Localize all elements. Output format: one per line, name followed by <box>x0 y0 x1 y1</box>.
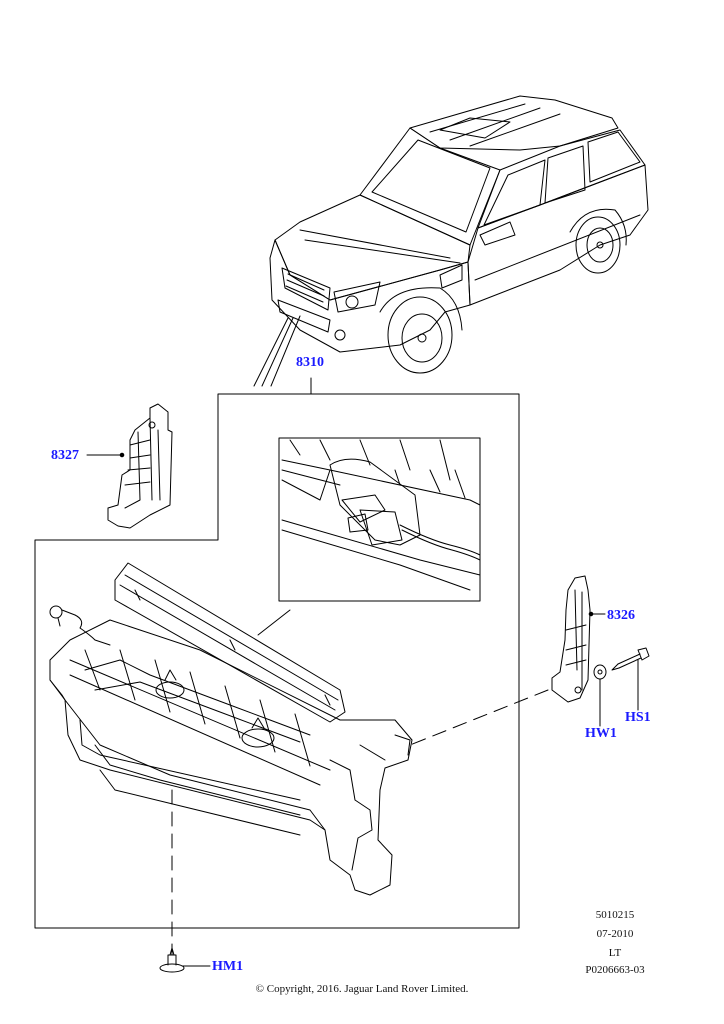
ref-number: 5010215 <box>595 909 635 921</box>
callout-hm1[interactable]: HM1 <box>212 959 244 974</box>
bracket-8326 <box>551 575 591 703</box>
bracket-8327 <box>107 403 173 529</box>
assembly-frame <box>34 393 520 929</box>
callout-8310[interactable]: 8310 <box>296 355 324 370</box>
deflector-assembly <box>49 562 413 896</box>
detail-drawing <box>281 439 481 591</box>
callout-hw1[interactable]: HW1 <box>585 726 617 741</box>
ref-code: LT <box>608 947 622 959</box>
callout-hs1[interactable]: HS1 <box>625 710 651 725</box>
washer-hw1 <box>593 664 607 680</box>
screw-hs1 <box>611 647 650 671</box>
ref-drawing-id: P0206663-03 <box>585 964 645 976</box>
callout-8326[interactable]: 8326 <box>607 608 635 623</box>
vehicle-illustration <box>269 95 649 374</box>
callout-8327[interactable]: 8327 <box>51 448 79 463</box>
clip-hm1 <box>159 947 185 973</box>
ref-date: 07-2010 <box>596 928 634 940</box>
detail-inset <box>278 437 481 602</box>
copyright-notice: © Copyright, 2016. Jaguar Land Rover Lim… <box>255 983 469 995</box>
sensor-connector <box>49 605 111 646</box>
